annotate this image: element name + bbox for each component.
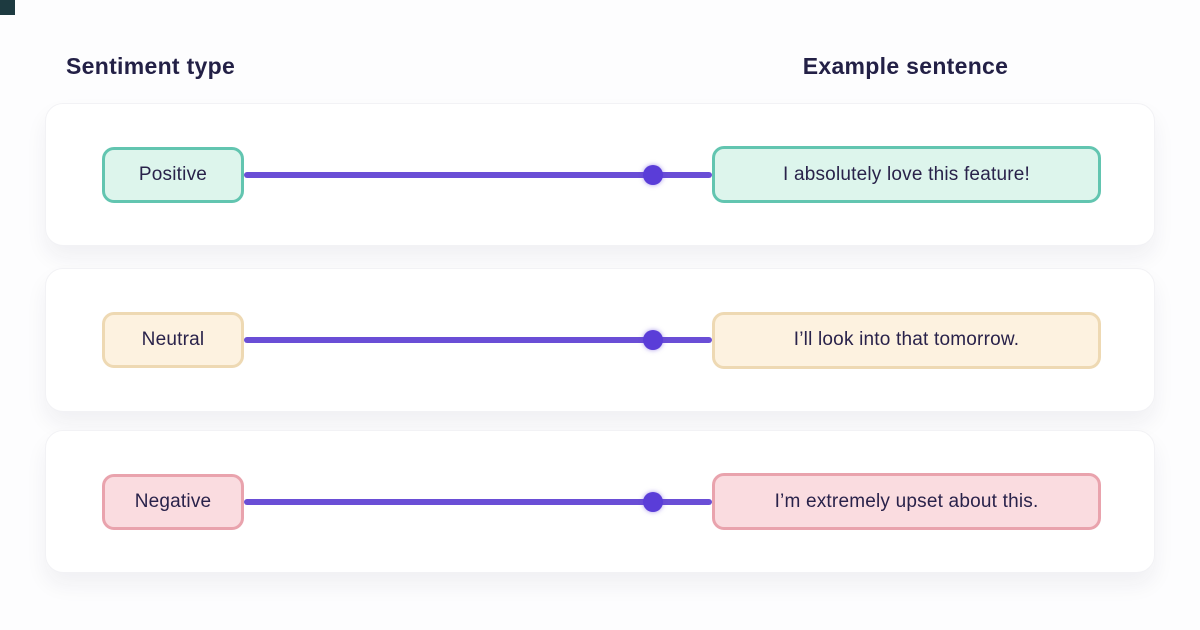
- connector-line: [244, 491, 712, 512]
- example-sentence-text: I absolutely love this feature!: [782, 163, 1030, 185]
- corner-mark: [0, 0, 15, 15]
- sentiment-label: Negative: [134, 490, 212, 512]
- sentiment-label-pill: Negative: [102, 473, 244, 530]
- connector-line: [244, 330, 712, 350]
- example-sentence-text: I’m extremely upset about this.: [774, 490, 1039, 512]
- sentiment-label-pill: Positive: [102, 146, 244, 203]
- column-header-example-sentence: Example sentence: [802, 53, 1009, 79]
- connector-line: [244, 164, 712, 185]
- sentiment-label: Positive: [138, 163, 208, 185]
- example-sentence-pill: I’ll look into that tomorrow.: [712, 311, 1101, 369]
- example-sentence-text: I’ll look into that tomorrow.: [793, 329, 1020, 350]
- connector-dot: [643, 164, 663, 185]
- connector-dot: [643, 491, 663, 512]
- sentiment-label-pill: Neutral: [102, 312, 244, 368]
- example-sentence-pill: I’m extremely upset about this.: [712, 473, 1101, 530]
- sentiment-row-card-neutral: Neutral I’ll look into that tomorrow.: [45, 268, 1155, 412]
- example-sentence-pill: I absolutely love this feature!: [712, 146, 1101, 203]
- connector-dot: [643, 330, 663, 350]
- column-header-sentiment-type: Sentiment type: [66, 53, 236, 79]
- sentiment-label: Neutral: [141, 329, 205, 350]
- sentiment-row-card-negative: Negative I’m extremely upset about this.: [45, 430, 1155, 573]
- sentiment-row-card-positive: Positive I absolutely love this feature!: [45, 103, 1155, 246]
